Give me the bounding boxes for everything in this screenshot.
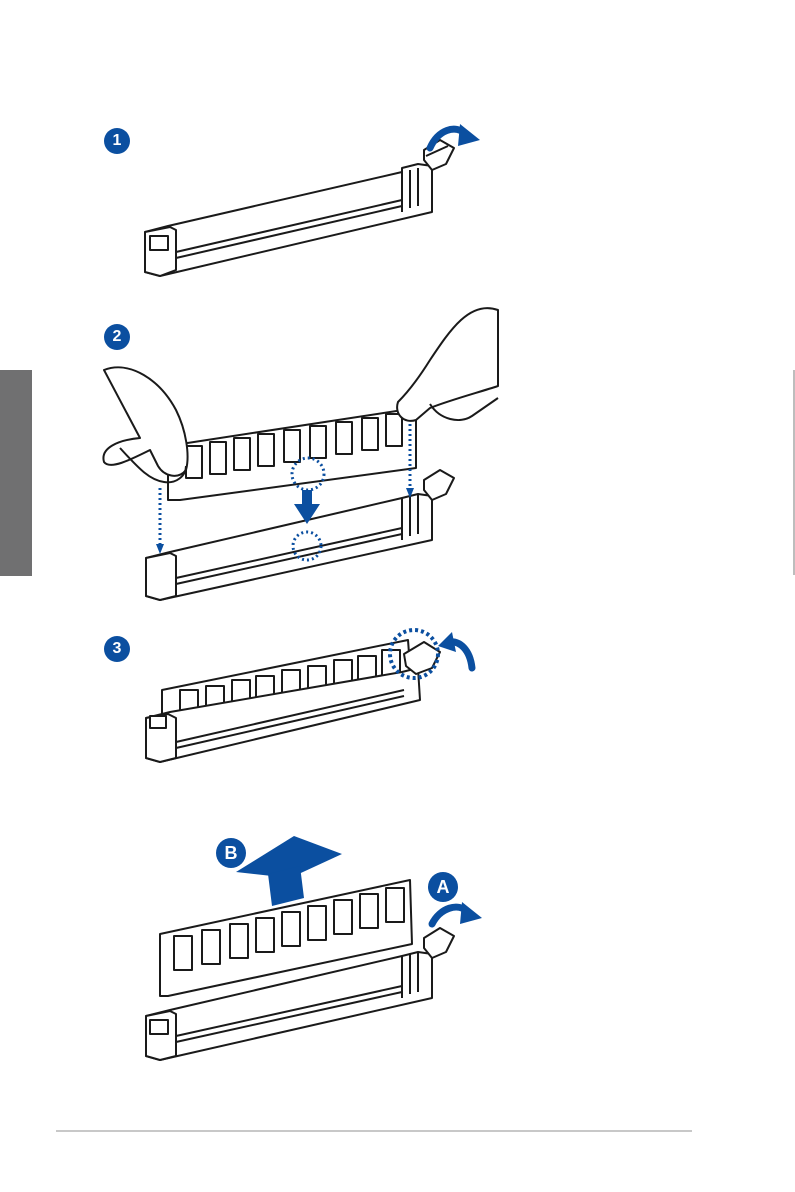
step-3-illustration bbox=[0, 612, 795, 772]
right-latch bbox=[424, 928, 454, 958]
left-latch bbox=[146, 1011, 176, 1060]
removal-illustration bbox=[0, 830, 795, 1090]
right-hand bbox=[397, 308, 498, 421]
step-2-illustration bbox=[0, 300, 795, 610]
dimm-slot bbox=[145, 164, 432, 276]
up-arrow-icon bbox=[236, 836, 342, 906]
footer-rule bbox=[56, 1130, 692, 1132]
left-latch bbox=[145, 227, 176, 276]
left-latch bbox=[146, 553, 176, 600]
left-hand bbox=[103, 367, 187, 475]
dimm-slot bbox=[146, 494, 432, 600]
step-1-illustration bbox=[0, 110, 795, 290]
right-latch bbox=[424, 470, 454, 500]
